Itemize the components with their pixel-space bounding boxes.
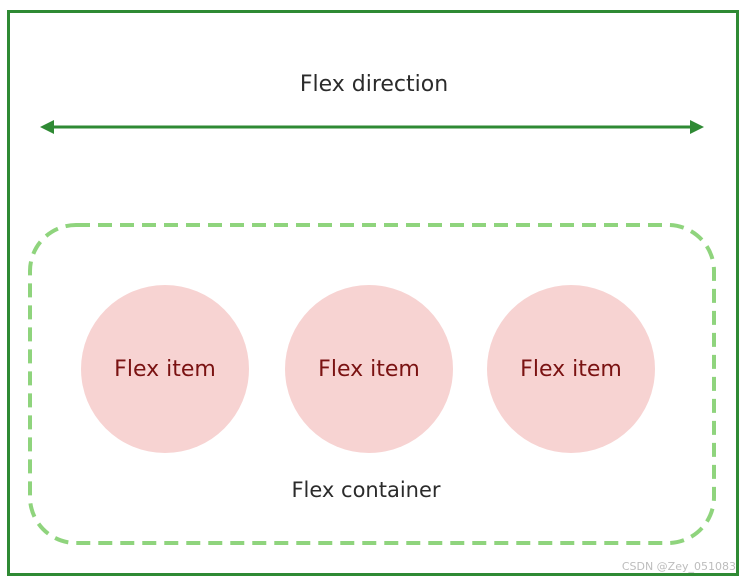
flex-item-label: Flex item: [318, 356, 420, 382]
flex-container-outline: [28, 223, 716, 545]
flex-item-label: Flex item: [114, 356, 216, 382]
flex-direction-label: Flex direction: [299, 72, 449, 97]
flex-container-label: Flex container: [291, 478, 441, 502]
flex-item-label: Flex item: [520, 356, 622, 382]
flex-item-2: Flex item: [285, 285, 453, 453]
flex-item-3: Flex item: [487, 285, 655, 453]
outer-frame: [7, 10, 739, 576]
watermark: CSDN @Zey_051083: [621, 560, 736, 573]
flex-direction-arrow: [40, 120, 704, 134]
flex-item-1: Flex item: [81, 285, 249, 453]
